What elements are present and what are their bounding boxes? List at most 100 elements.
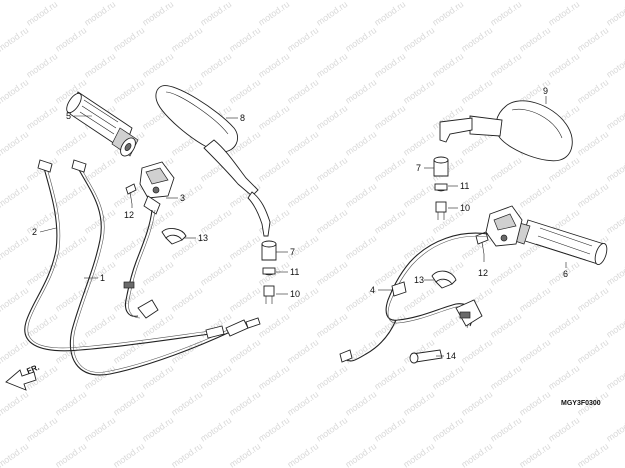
watermark-text: motod.ru [459,337,494,366]
watermark-text: motod.ru [24,415,59,444]
watermark-text: motod.ru [82,363,117,392]
watermark-text: motod.ru [24,103,59,132]
watermark-text: motod.ru [604,155,625,184]
watermark-text: motod.ru [169,441,204,468]
watermark-text: motod.ru [517,25,552,54]
watermark-text: motod.ru [82,311,117,340]
watermark-text: motod.ru [227,233,262,262]
watermark-text: motod.ru [517,0,552,2]
watermark-text: motod.ru [488,155,523,184]
right-clamp [431,270,457,289]
watermark-text: motod.ru [285,129,320,158]
callout-7-left: 7 [290,247,295,257]
watermark-text: motod.ru [343,129,378,158]
watermark-text: motod.ru [53,285,88,314]
watermark-text: motod.ru [314,415,349,444]
watermark-text: motod.ru [604,0,625,28]
watermark-text: motod.ru [314,259,349,288]
watermark-text: motod.ru [0,181,30,210]
callout-11-right: 11 [460,181,469,191]
left-switch-harness [123,209,159,319]
callout-12-left: 12 [124,210,134,220]
watermark-text: motod.ru [285,389,320,418]
watermark-text: motod.ru [314,311,349,340]
watermark-text: motod.ru [140,415,175,444]
watermark-text: motod.ru [343,233,378,262]
callout-9: 9 [543,86,548,96]
watermark-text: motod.ru [343,441,378,468]
left-mirror [155,85,271,237]
watermark-text: motod.ru [604,103,625,132]
watermark-text: motod.ru [0,129,30,158]
watermark-text: motod.ru [169,285,204,314]
watermark-text: motod.ru [140,0,175,28]
watermark-text: motod.ru [372,363,407,392]
watermark-text: motod.ru [604,415,625,444]
watermark-text: motod.ru [488,0,523,28]
watermark-text: motod.ru [285,337,320,366]
watermark-text: motod.ru [430,363,465,392]
watermark-text: motod.ru [256,51,291,80]
right-mirror [439,100,573,162]
watermark-text: motod.ru [0,259,1,288]
right-screw [475,231,489,255]
watermark-text: motod.ru [401,77,436,106]
watermark-text: motod.ru [256,103,291,132]
watermark-text: motod.ru [82,0,117,28]
watermark-text: motod.ru [372,415,407,444]
callout-2: 2 [32,227,37,237]
watermark-text: motod.ru [198,415,233,444]
watermark-text: motod.ru [401,129,436,158]
watermark-text: motod.ru [314,363,349,392]
watermark-text: motod.ru [459,389,494,418]
watermark-text: motod.ru [0,441,30,468]
watermark-text: motod.ru [0,311,1,340]
watermark-text: motod.ru [227,25,262,54]
watermark-text: motod.ru [401,181,436,210]
watermark-text: motod.ru [140,259,175,288]
watermark-text: motod.ru [0,77,30,106]
callout-11-left: 11 [290,267,299,277]
watermark-text: motod.ru [372,155,407,184]
watermark-text: motod.ru [372,51,407,80]
watermark-text: motod.ru [82,207,117,236]
callout-1: 1 [100,273,105,283]
watermark-text: motod.ru [314,0,349,28]
watermark-text: motod.ru [140,51,175,80]
watermark-text: motod.ru [430,51,465,80]
watermark-text: motod.ru [459,77,494,106]
watermark-text: motod.ru [314,103,349,132]
watermark-text: motod.ru [0,51,1,80]
watermark-text: motod.ru [604,363,625,392]
watermark-text: motod.ru [604,311,625,340]
callout-13-left: 13 [198,233,208,243]
watermark-text: motod.ru [0,155,1,184]
watermark-text: motod.ru [198,207,233,236]
watermark-text: motod.ru [401,389,436,418]
watermark-text: motod.ru [0,363,1,392]
callout-12-right: 12 [478,268,488,278]
watermark-text: motod.ru [53,389,88,418]
throttle-cable [69,159,261,376]
watermark-text: motod.ru [517,441,552,468]
watermark-text: motod.ru [488,51,523,80]
watermark-text: motod.ru [575,441,610,468]
callout-7-right: 7 [416,163,421,173]
watermark-text: motod.ru [227,337,262,366]
watermark-text: motod.ru [401,233,436,262]
direction-label: FR. [25,363,40,376]
watermark-text: motod.ru [0,0,30,2]
watermark-text: motod.ru [546,415,581,444]
watermark-text: motod.ru [53,129,88,158]
watermark-text: motod.ru [401,25,436,54]
watermark-text: motod.ru [24,311,59,340]
watermark-text: motod.ru [285,77,320,106]
callout-5: 5 [66,111,71,121]
watermark-text: motod.ru [343,77,378,106]
watermark-text: motod.ru [488,311,523,340]
watermark-text: motod.ru [575,0,610,2]
watermark-text: motod.ru [0,207,1,236]
watermark-text: motod.ru [198,0,233,28]
watermark-text: motod.ru [517,389,552,418]
watermark-text: motod.ru [82,415,117,444]
